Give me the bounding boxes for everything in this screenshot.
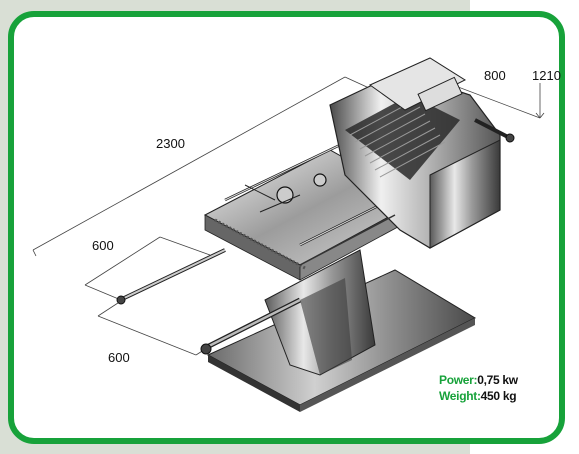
roller-housing — [329, 57, 515, 249]
handwheel-icon — [276, 186, 294, 204]
upper-extension-rail — [116, 248, 226, 305]
height-arrow-right — [539, 112, 545, 119]
lower-extension-rail — [200, 297, 302, 355]
weight-label: Weight: — [439, 389, 481, 403]
length-tick-left — [32, 249, 37, 257]
length-label: 2300 — [156, 136, 185, 151]
weight-value: 450 kg — [480, 389, 517, 403]
width-label: 800 — [484, 68, 506, 83]
upper-extension-tick — [84, 284, 122, 301]
height-arrow-left — [535, 112, 541, 119]
upper-extension-label: 600 — [92, 238, 114, 253]
power-label: Power: — [439, 373, 478, 387]
lower-extension-label: 600 — [108, 350, 130, 365]
support-rod — [299, 214, 396, 266]
lower-extension-dimension-line — [97, 315, 197, 356]
height-label: 1210 — [532, 68, 561, 83]
power-spec: Power:0,75 kw — [439, 372, 518, 388]
adjuster-knob-icon — [313, 173, 327, 187]
weight-spec: Weight:450 kg — [439, 388, 518, 404]
upper-extension-dimension-line — [84, 236, 161, 286]
upper-extension-tick-right — [159, 236, 211, 256]
power-value: 0,75 kw — [477, 373, 518, 387]
pedestal-column — [264, 249, 376, 376]
length-dimension-line — [32, 76, 346, 251]
specifications-block: Power:0,75 kw Weight:450 kg — [439, 372, 518, 404]
lower-extension-tick — [97, 300, 122, 317]
